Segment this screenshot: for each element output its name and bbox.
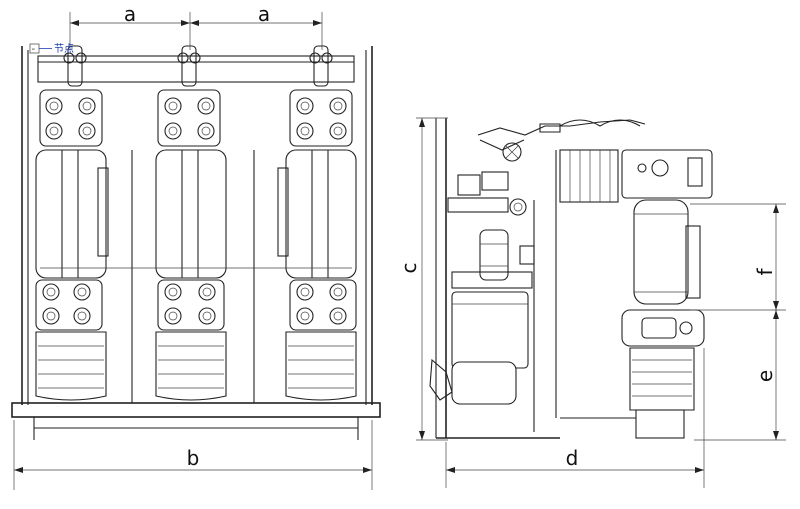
dimension-label-a2: a <box>258 2 270 26</box>
dimension-a2: a <box>190 2 323 50</box>
dimension-label-c: c <box>397 263 421 274</box>
dimension-label-d: d <box>566 446 579 470</box>
pole-middle <box>155 45 227 401</box>
dimension-label-a1: a <box>124 2 136 26</box>
dimension-label-b: b <box>187 446 200 470</box>
dimension-a1: a <box>69 2 191 50</box>
pole-left <box>35 45 109 401</box>
dimension-label-e: e <box>753 370 777 382</box>
dimension-f: f <box>690 203 786 311</box>
dimension-b: b <box>13 420 373 490</box>
node-tag[interactable]: - 节点 <box>29 43 74 55</box>
front-view <box>11 45 381 440</box>
side-view <box>429 118 713 439</box>
node-label: 节点 <box>54 43 74 55</box>
collapse-toggle-glyph: - <box>32 44 36 55</box>
dimension-d: d <box>445 348 705 488</box>
dimension-label-f: f <box>753 268 777 276</box>
dimension-e: e <box>694 310 786 441</box>
pole-right <box>277 45 357 401</box>
dimension-c: c <box>397 117 448 441</box>
